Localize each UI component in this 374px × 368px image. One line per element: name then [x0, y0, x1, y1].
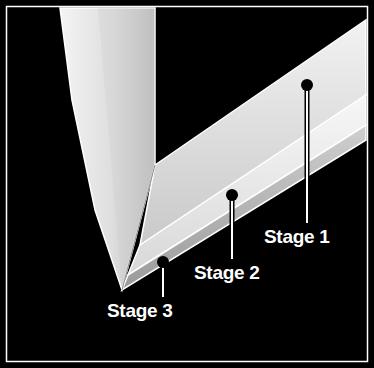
frame	[7, 7, 368, 362]
leader-line	[306, 85, 308, 223]
callout-label: Stage 1	[262, 226, 332, 248]
callout-dot	[226, 189, 238, 201]
callout-dot	[301, 79, 313, 91]
leader-line	[231, 195, 233, 259]
leaders	[157, 79, 313, 297]
callout-label: Stage 3	[105, 300, 175, 322]
stage3-bevel	[122, 125, 366, 290]
leader-halo	[305, 85, 310, 223]
callout-dot	[157, 256, 169, 268]
leader-halo	[230, 195, 235, 259]
stage2-bevel	[128, 95, 366, 275]
edge-line	[122, 165, 155, 290]
callout-label: Stage 2	[192, 262, 262, 284]
